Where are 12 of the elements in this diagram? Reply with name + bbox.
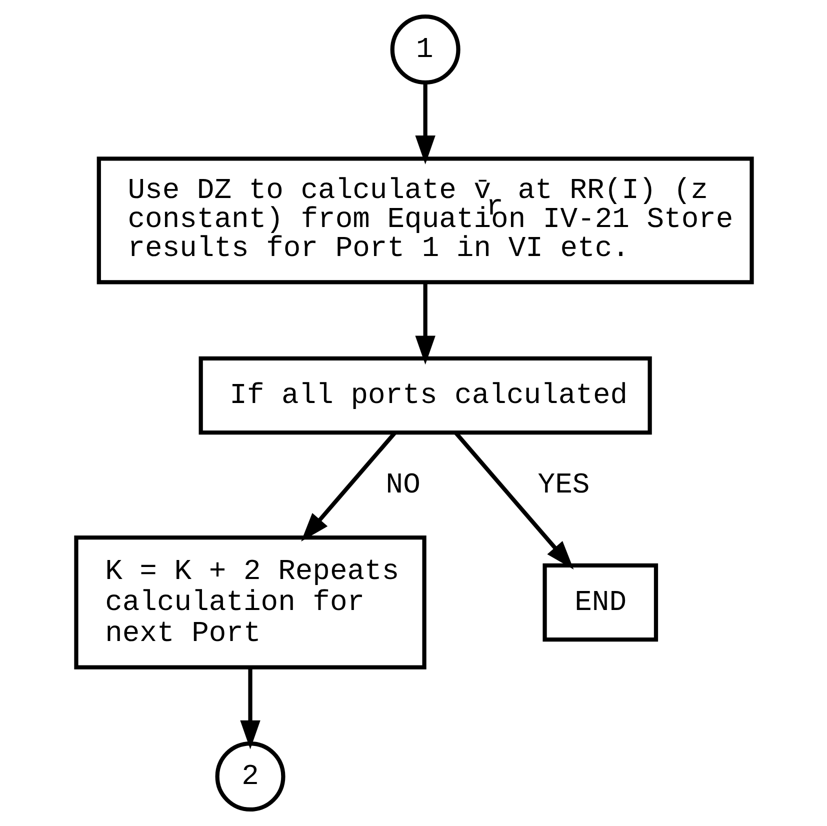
node-box: K = K + 2 Repeats calculation for next Port: [74, 536, 426, 670]
node-box: If all ports calculated: [198, 356, 652, 435]
arrow: [240, 668, 260, 750]
arrow: [414, 82, 435, 164]
arrow: [300, 432, 396, 542]
arrow: [454, 432, 574, 570]
arrow: [414, 282, 435, 365]
node-circle: 2: [214, 742, 285, 812]
edge-label: NO: [385, 468, 420, 502]
node-circle: 1: [390, 14, 460, 84]
node-box: END: [542, 563, 658, 642]
edge-label: YES: [537, 468, 590, 502]
